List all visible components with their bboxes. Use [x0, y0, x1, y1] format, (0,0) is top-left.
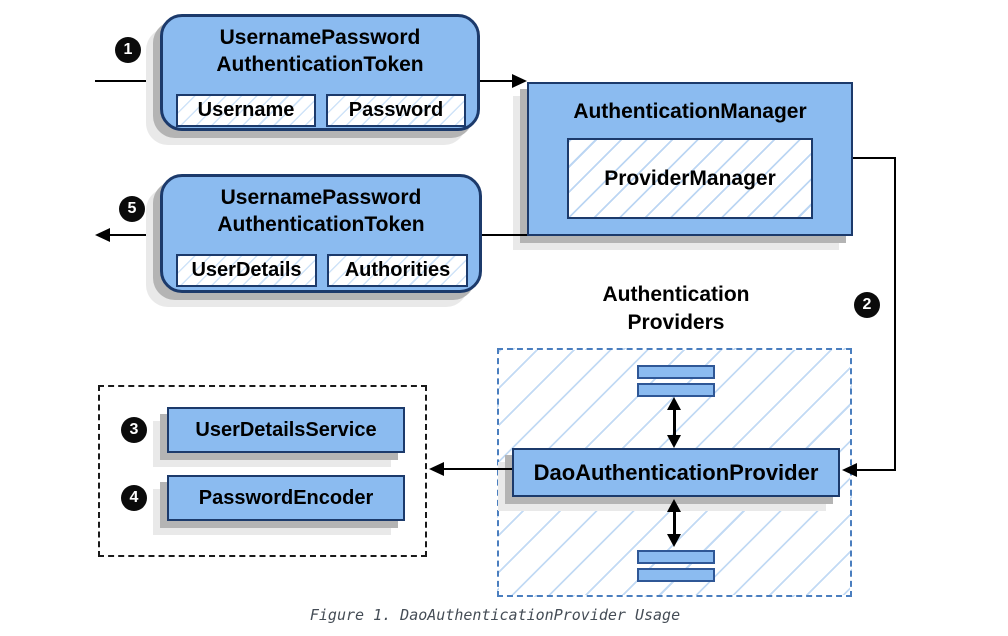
flow-line-step5-out: [108, 234, 160, 236]
double-arrow-top-line: [673, 407, 676, 437]
arrowhead-down-icon: [667, 435, 681, 448]
dao-authentication-provider-node: DaoAuthenticationProvider: [512, 448, 840, 497]
arrowhead-left-icon: [842, 463, 857, 477]
step-number: 3: [129, 421, 139, 438]
step-badge-4: 4: [121, 485, 147, 511]
authentication-manager-title: AuthenticationManager: [573, 100, 807, 123]
figure-caption: Figure 1. DaoAuthenticationProvider Usag…: [309, 606, 681, 624]
provider-manager-node: ProviderManager: [567, 138, 813, 219]
arrowhead-up-icon: [667, 397, 681, 410]
request-token-fields: Username Password: [176, 94, 466, 127]
arrowhead-left-icon: [95, 228, 110, 242]
providers-label-line2: Providers: [627, 311, 725, 334]
authorities-field-box: Authorities: [327, 254, 468, 287]
flow-line-step2-h1: [853, 157, 896, 159]
step-number: 5: [127, 200, 137, 217]
double-arrow-bottom-line: [673, 509, 676, 537]
password-encoder-node: PasswordEncoder: [167, 475, 405, 521]
arrowhead-left-icon: [429, 462, 444, 476]
request-token-title-line1: UsernamePassword: [219, 26, 421, 49]
collaborators-region: [98, 385, 427, 557]
password-field-box: Password: [326, 94, 466, 127]
provider-stack-bar: [637, 568, 715, 582]
provider-stack-bar: [637, 383, 715, 397]
request-token-title-line2: AuthenticationToken: [216, 53, 424, 76]
step-badge-3: 3: [121, 417, 147, 443]
flow-line-step2-v: [894, 157, 896, 471]
authentication-manager-node: AuthenticationManager ProviderManager: [527, 82, 853, 236]
username-field-box: Username: [176, 94, 316, 127]
step-number: 4: [129, 489, 139, 506]
provider-stack-bar: [637, 365, 715, 379]
step-badge-5: 5: [119, 196, 145, 222]
result-token-fields: UserDetails Authorities: [176, 254, 468, 287]
user-details-service-node: UserDetailsService: [167, 407, 405, 453]
provider-stack-bar: [637, 550, 715, 564]
result-token-node: UsernamePassword AuthenticationToken Use…: [160, 174, 482, 293]
step-badge-1: 1: [115, 37, 141, 63]
step-badge-2: 2: [854, 292, 880, 318]
arrowhead-down-icon: [667, 534, 681, 547]
flow-line-step2-h2: [856, 469, 896, 471]
request-token-node: UsernamePassword AuthenticationToken Use…: [160, 14, 480, 131]
result-token-title-line2: AuthenticationToken: [217, 213, 425, 236]
flow-line-step1-in: [95, 80, 162, 82]
flow-line-step1-out: [480, 80, 513, 82]
providers-label-line1: Authentication: [602, 283, 750, 306]
flow-line-collaborators: [442, 468, 512, 470]
flow-line-step5-in: [482, 234, 527, 236]
userdetails-field-box: UserDetails: [176, 254, 317, 287]
arrowhead-right-icon: [512, 74, 527, 88]
arrowhead-up-icon: [667, 499, 681, 512]
providers-group-label: Authentication Providers: [560, 281, 792, 337]
step-number: 2: [862, 296, 872, 313]
result-token-title-line1: UsernamePassword: [220, 186, 422, 209]
step-number: 1: [123, 41, 133, 58]
